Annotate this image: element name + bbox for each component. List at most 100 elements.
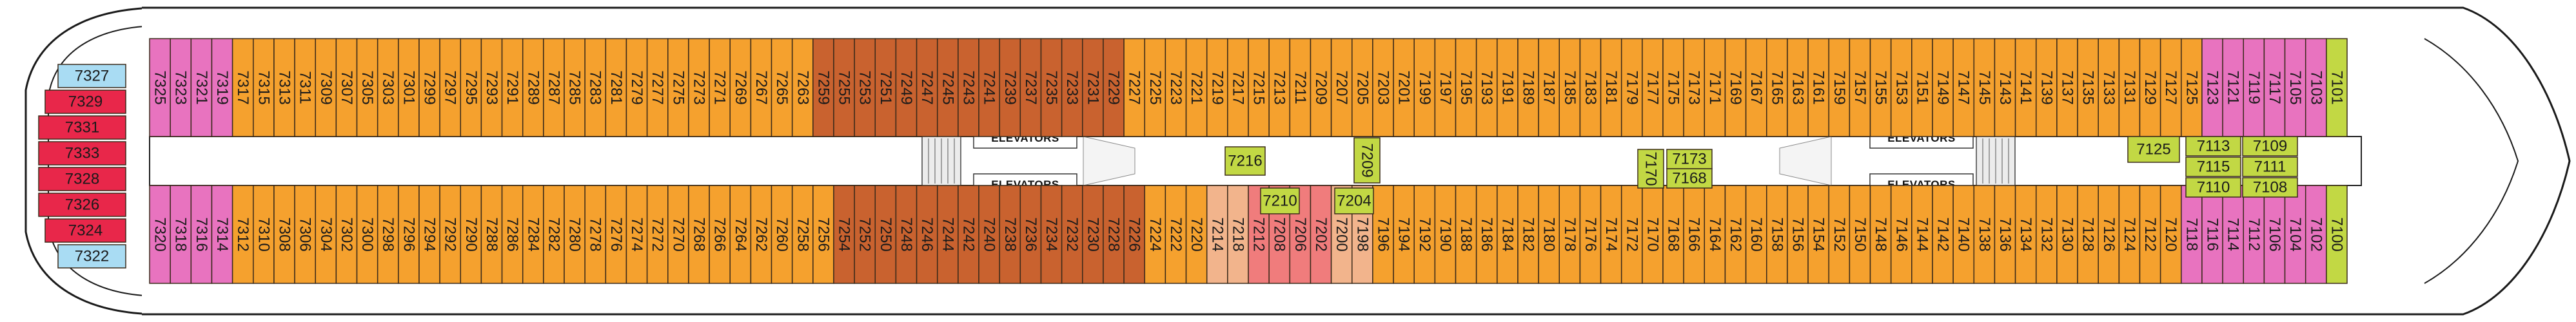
cabin-7297[interactable]: 7297 <box>439 38 462 137</box>
cabin-7234[interactable]: 7234 <box>1040 185 1063 284</box>
cabin-7165[interactable]: 7165 <box>1766 38 1788 137</box>
cabin-7275[interactable]: 7275 <box>667 38 689 137</box>
cabin-7268[interactable]: 7268 <box>688 185 710 284</box>
cabin-7154[interactable]: 7154 <box>1807 185 1829 284</box>
cabin-7173[interactable]: 7173 <box>1683 38 1706 137</box>
cabin-7170[interactable]: 7170 <box>1637 149 1664 189</box>
cabin-7150[interactable]: 7150 <box>1849 185 1871 284</box>
cabin-7131[interactable]: 7131 <box>2118 38 2141 137</box>
cabin-7213[interactable]: 7213 <box>1268 38 1291 137</box>
cabin-7147[interactable]: 7147 <box>1952 38 1975 137</box>
cabin-7132[interactable]: 7132 <box>2035 185 2058 284</box>
cabin-7161[interactable]: 7161 <box>1807 38 1829 137</box>
cabin-7313[interactable]: 7313 <box>273 38 295 137</box>
cabin-7125[interactable]: 7125 <box>2181 38 2203 137</box>
cabin-7180[interactable]: 7180 <box>1538 185 1560 284</box>
cabin-7215[interactable]: 7215 <box>1248 38 1270 137</box>
cabin-7285[interactable]: 7285 <box>564 38 585 137</box>
cabin-7230[interactable]: 7230 <box>1082 185 1104 284</box>
cabin-7179[interactable]: 7179 <box>1620 38 1643 137</box>
cabin-7105[interactable]: 7105 <box>2284 38 2306 137</box>
cabin-7281[interactable]: 7281 <box>605 38 627 137</box>
cabin-7168[interactable]: 7168 <box>1666 168 1713 189</box>
cabin-7306[interactable]: 7306 <box>294 185 316 284</box>
cabin-7176[interactable]: 7176 <box>1579 185 1602 284</box>
cabin-7191[interactable]: 7191 <box>1497 38 1519 137</box>
cabin-7205[interactable]: 7205 <box>1352 38 1373 137</box>
cabin-7296[interactable]: 7296 <box>398 185 420 284</box>
cabin-7238[interactable]: 7238 <box>999 185 1021 284</box>
cabin-7286[interactable]: 7286 <box>501 185 524 284</box>
cabin-7129[interactable]: 7129 <box>2139 38 2161 137</box>
cabin-7319[interactable]: 7319 <box>211 38 233 137</box>
cabin-7192[interactable]: 7192 <box>1413 185 1436 284</box>
cabin-7175[interactable]: 7175 <box>1662 38 1684 137</box>
cabin-7287[interactable]: 7287 <box>543 38 565 137</box>
cabin-7181[interactable]: 7181 <box>1600 38 1622 137</box>
cabin-7155[interactable]: 7155 <box>1869 38 1892 137</box>
cabin-7169[interactable]: 7169 <box>1724 38 1747 137</box>
cabin-7111[interactable]: 7111 <box>2242 156 2298 177</box>
cabin-7294[interactable]: 7294 <box>418 185 440 284</box>
cabin-7320[interactable]: 7320 <box>149 185 171 284</box>
cabin-7124[interactable]: 7124 <box>2118 185 2141 284</box>
cabin-7103[interactable]: 7103 <box>2305 38 2327 137</box>
cabin-7128[interactable]: 7128 <box>2077 185 2099 284</box>
cabin-7282[interactable]: 7282 <box>543 185 565 284</box>
cabin-7104[interactable]: 7104 <box>2284 185 2306 284</box>
cabin-7145[interactable]: 7145 <box>1973 38 1996 137</box>
cabin-7317[interactable]: 7317 <box>231 38 254 137</box>
cabin-7186[interactable]: 7186 <box>1475 185 1498 284</box>
cabin-7325[interactable]: 7325 <box>149 38 171 137</box>
cabin-7140[interactable]: 7140 <box>1952 185 1975 284</box>
cabin-7223[interactable]: 7223 <box>1165 38 1187 137</box>
cabin-7203[interactable]: 7203 <box>1372 38 1394 137</box>
cabin-7119[interactable]: 7119 <box>2243 38 2265 137</box>
cabin-7291[interactable]: 7291 <box>501 38 524 137</box>
cabin-7236[interactable]: 7236 <box>1019 185 1042 284</box>
cabin-7196[interactable]: 7196 <box>1372 185 1394 284</box>
cabin-7298[interactable]: 7298 <box>377 185 399 284</box>
cabin-7299[interactable]: 7299 <box>418 38 440 137</box>
cabin-7185[interactable]: 7185 <box>1558 38 1581 137</box>
cabin-7120[interactable]: 7120 <box>2159 185 2182 284</box>
cabin-7158[interactable]: 7158 <box>1766 185 1788 284</box>
cabin-7260[interactable]: 7260 <box>771 185 793 284</box>
cabin-7207[interactable]: 7207 <box>1330 38 1353 137</box>
cabin-7116[interactable]: 7116 <box>2201 185 2223 284</box>
cabin-7322[interactable]: 7322 <box>57 244 126 269</box>
cabin-7315[interactable]: 7315 <box>253 38 275 137</box>
cabin-7300[interactable]: 7300 <box>356 185 379 284</box>
cabin-7269[interactable]: 7269 <box>729 38 752 137</box>
cabin-7123[interactable]: 7123 <box>2201 38 2223 137</box>
cabin-7190[interactable]: 7190 <box>1434 185 1457 284</box>
cabin-7253[interactable]: 7253 <box>854 38 876 137</box>
cabin-7159[interactable]: 7159 <box>1828 38 1851 137</box>
cabin-7273[interactable]: 7273 <box>688 38 710 137</box>
cabin-7327[interactable]: 7327 <box>57 64 126 88</box>
cabin-7302[interactable]: 7302 <box>335 185 358 284</box>
cabin-7312[interactable]: 7312 <box>231 185 254 284</box>
cabin-7272[interactable]: 7272 <box>646 185 669 284</box>
cabin-7270[interactable]: 7270 <box>667 185 689 284</box>
cabin-7314[interactable]: 7314 <box>211 185 233 284</box>
cabin-7256[interactable]: 7256 <box>812 185 834 284</box>
cabin-7267[interactable]: 7267 <box>750 38 772 137</box>
cabin-7184[interactable]: 7184 <box>1497 185 1519 284</box>
cabin-7219[interactable]: 7219 <box>1206 38 1228 137</box>
cabin-7157[interactable]: 7157 <box>1849 38 1871 137</box>
cabin-7189[interactable]: 7189 <box>1517 38 1539 137</box>
cabin-7249[interactable]: 7249 <box>895 38 918 137</box>
cabin-7290[interactable]: 7290 <box>460 185 482 284</box>
cabin-7304[interactable]: 7304 <box>315 185 337 284</box>
cabin-7226[interactable]: 7226 <box>1123 185 1145 284</box>
cabin-7162[interactable]: 7162 <box>1724 185 1747 284</box>
cabin-7311[interactable]: 7311 <box>294 38 316 137</box>
cabin-7126[interactable]: 7126 <box>2098 185 2120 284</box>
cabin-7118[interactable]: 7118 <box>2181 185 2203 284</box>
cabin-7232[interactable]: 7232 <box>1061 185 1083 284</box>
cabin-7117[interactable]: 7117 <box>2263 38 2286 137</box>
cabin-7303[interactable]: 7303 <box>377 38 399 137</box>
cabin-7178[interactable]: 7178 <box>1558 185 1581 284</box>
cabin-7113[interactable]: 7113 <box>2185 136 2241 156</box>
